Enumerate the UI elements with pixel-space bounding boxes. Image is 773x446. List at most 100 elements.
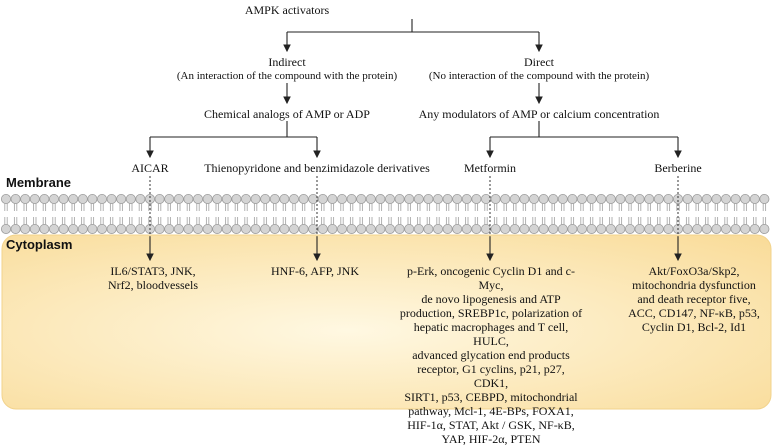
lipid-head bbox=[288, 223, 299, 234]
lipid-head bbox=[461, 223, 472, 234]
lipid-head bbox=[394, 223, 405, 234]
targets-thienopyridone: HNF-6, AFP, JNK bbox=[260, 264, 370, 278]
lipid-head bbox=[173, 223, 184, 234]
lipid-head bbox=[49, 193, 60, 204]
target-line: Nrf2, bloodvessels bbox=[108, 278, 198, 292]
lipid-head bbox=[749, 223, 760, 234]
lipid-head bbox=[423, 193, 434, 204]
lipid-head bbox=[317, 193, 328, 204]
target-line: receptor, G1 cyclins, p21, p27, CDK1, bbox=[417, 362, 565, 390]
lipid-head bbox=[701, 223, 712, 234]
lipid-head bbox=[480, 223, 491, 234]
lipid-head bbox=[154, 223, 165, 234]
lipid-head bbox=[682, 223, 693, 234]
lipid-head bbox=[10, 193, 21, 204]
lipid-head bbox=[125, 193, 136, 204]
target-line: HIF-1α, STAT, Akt / GSK, NF-κB, bbox=[407, 418, 575, 432]
lipid-head bbox=[154, 193, 165, 204]
diagram-graphics bbox=[1, 19, 772, 410]
lipid-head bbox=[39, 193, 50, 204]
lipid-head bbox=[461, 193, 472, 204]
lipid-head bbox=[10, 223, 21, 234]
lipid-head bbox=[336, 223, 347, 234]
lipid-head bbox=[240, 193, 251, 204]
targets-aicar: IL6/STAT3, JNK, Nrf2, bloodvessels bbox=[78, 264, 228, 292]
lipid-head bbox=[192, 223, 203, 234]
target-line: Akt/FoxO3a/Skp2, bbox=[648, 264, 740, 278]
lipid-head bbox=[634, 193, 645, 204]
lipid-head bbox=[384, 193, 395, 204]
lipid-head bbox=[519, 223, 530, 234]
lipid-head bbox=[557, 193, 568, 204]
lipid-head bbox=[288, 193, 299, 204]
lipid-head bbox=[317, 223, 328, 234]
lipid-head bbox=[135, 193, 146, 204]
lipid-head bbox=[384, 223, 395, 234]
lipid-head bbox=[471, 193, 482, 204]
lipid-head bbox=[58, 193, 69, 204]
lipid-head bbox=[596, 223, 607, 234]
lipid-head bbox=[605, 193, 616, 204]
lipid-head bbox=[365, 193, 376, 204]
lipid-head bbox=[567, 223, 578, 234]
membrane-label: Membrane bbox=[6, 175, 72, 190]
lipid-head bbox=[1, 193, 11, 204]
lipid-head bbox=[164, 223, 175, 234]
lipid-head bbox=[375, 193, 386, 204]
lipid-head bbox=[279, 193, 290, 204]
lipid-head bbox=[116, 193, 127, 204]
lipid-head bbox=[432, 193, 443, 204]
lipid-head bbox=[202, 223, 213, 234]
lipid-head bbox=[212, 193, 223, 204]
lipid-head bbox=[605, 223, 616, 234]
lipid-head bbox=[125, 223, 136, 234]
lipid-head bbox=[625, 193, 636, 204]
lipid-head bbox=[173, 193, 184, 204]
lipid-head bbox=[164, 193, 175, 204]
lipid-head bbox=[231, 193, 242, 204]
lipid-head bbox=[529, 193, 540, 204]
indirect-title: Indirect bbox=[268, 55, 306, 69]
lipid-head bbox=[375, 223, 386, 234]
lipid-head bbox=[20, 193, 31, 204]
lipid-head bbox=[394, 193, 405, 204]
connector-lines bbox=[146, 19, 682, 262]
lipid-head bbox=[740, 193, 751, 204]
lipid-head bbox=[548, 223, 559, 234]
lipid-head bbox=[711, 193, 722, 204]
lipid-bilayer bbox=[1, 193, 770, 234]
lipid-head bbox=[692, 223, 703, 234]
targets-metformin: p-Erk, oncogenic Cyclin D1 and c-Myc, de… bbox=[399, 264, 583, 446]
lipid-head bbox=[538, 223, 549, 234]
targets-berberine: Akt/FoxO3a/Skp2, mitochondria dysfunctio… bbox=[624, 264, 764, 334]
lipid-head bbox=[260, 223, 271, 234]
direct-mechanism: Any modulators of AMP or calcium concent… bbox=[418, 107, 660, 121]
lipid-head bbox=[269, 193, 280, 204]
lipid-head bbox=[701, 193, 712, 204]
lipid-head bbox=[548, 193, 559, 204]
lipid-head bbox=[730, 193, 741, 204]
lipid-head bbox=[298, 193, 309, 204]
lipid-head bbox=[135, 223, 146, 234]
lipid-head bbox=[480, 193, 491, 204]
lipid-head bbox=[77, 223, 88, 234]
lipid-head bbox=[221, 223, 232, 234]
lipid-head bbox=[692, 193, 703, 204]
lipid-head bbox=[452, 223, 463, 234]
lipid-head bbox=[644, 223, 655, 234]
lipid-head bbox=[250, 223, 261, 234]
lipid-head bbox=[192, 193, 203, 204]
lipid-head bbox=[759, 193, 770, 204]
lipid-head bbox=[442, 223, 453, 234]
target-line: advanced glycation end products bbox=[412, 348, 570, 362]
lipid-head bbox=[308, 193, 319, 204]
root-node: AMPK activators bbox=[244, 3, 330, 17]
lipid-head bbox=[346, 193, 357, 204]
lipid-head bbox=[29, 193, 40, 204]
target-line: Cyclin D1, Bcl-2, Id1 bbox=[641, 320, 747, 334]
lipid-head bbox=[663, 223, 674, 234]
lipid-head bbox=[500, 193, 511, 204]
lipid-head bbox=[58, 223, 69, 234]
lipid-head bbox=[615, 223, 626, 234]
lipid-head bbox=[509, 223, 520, 234]
